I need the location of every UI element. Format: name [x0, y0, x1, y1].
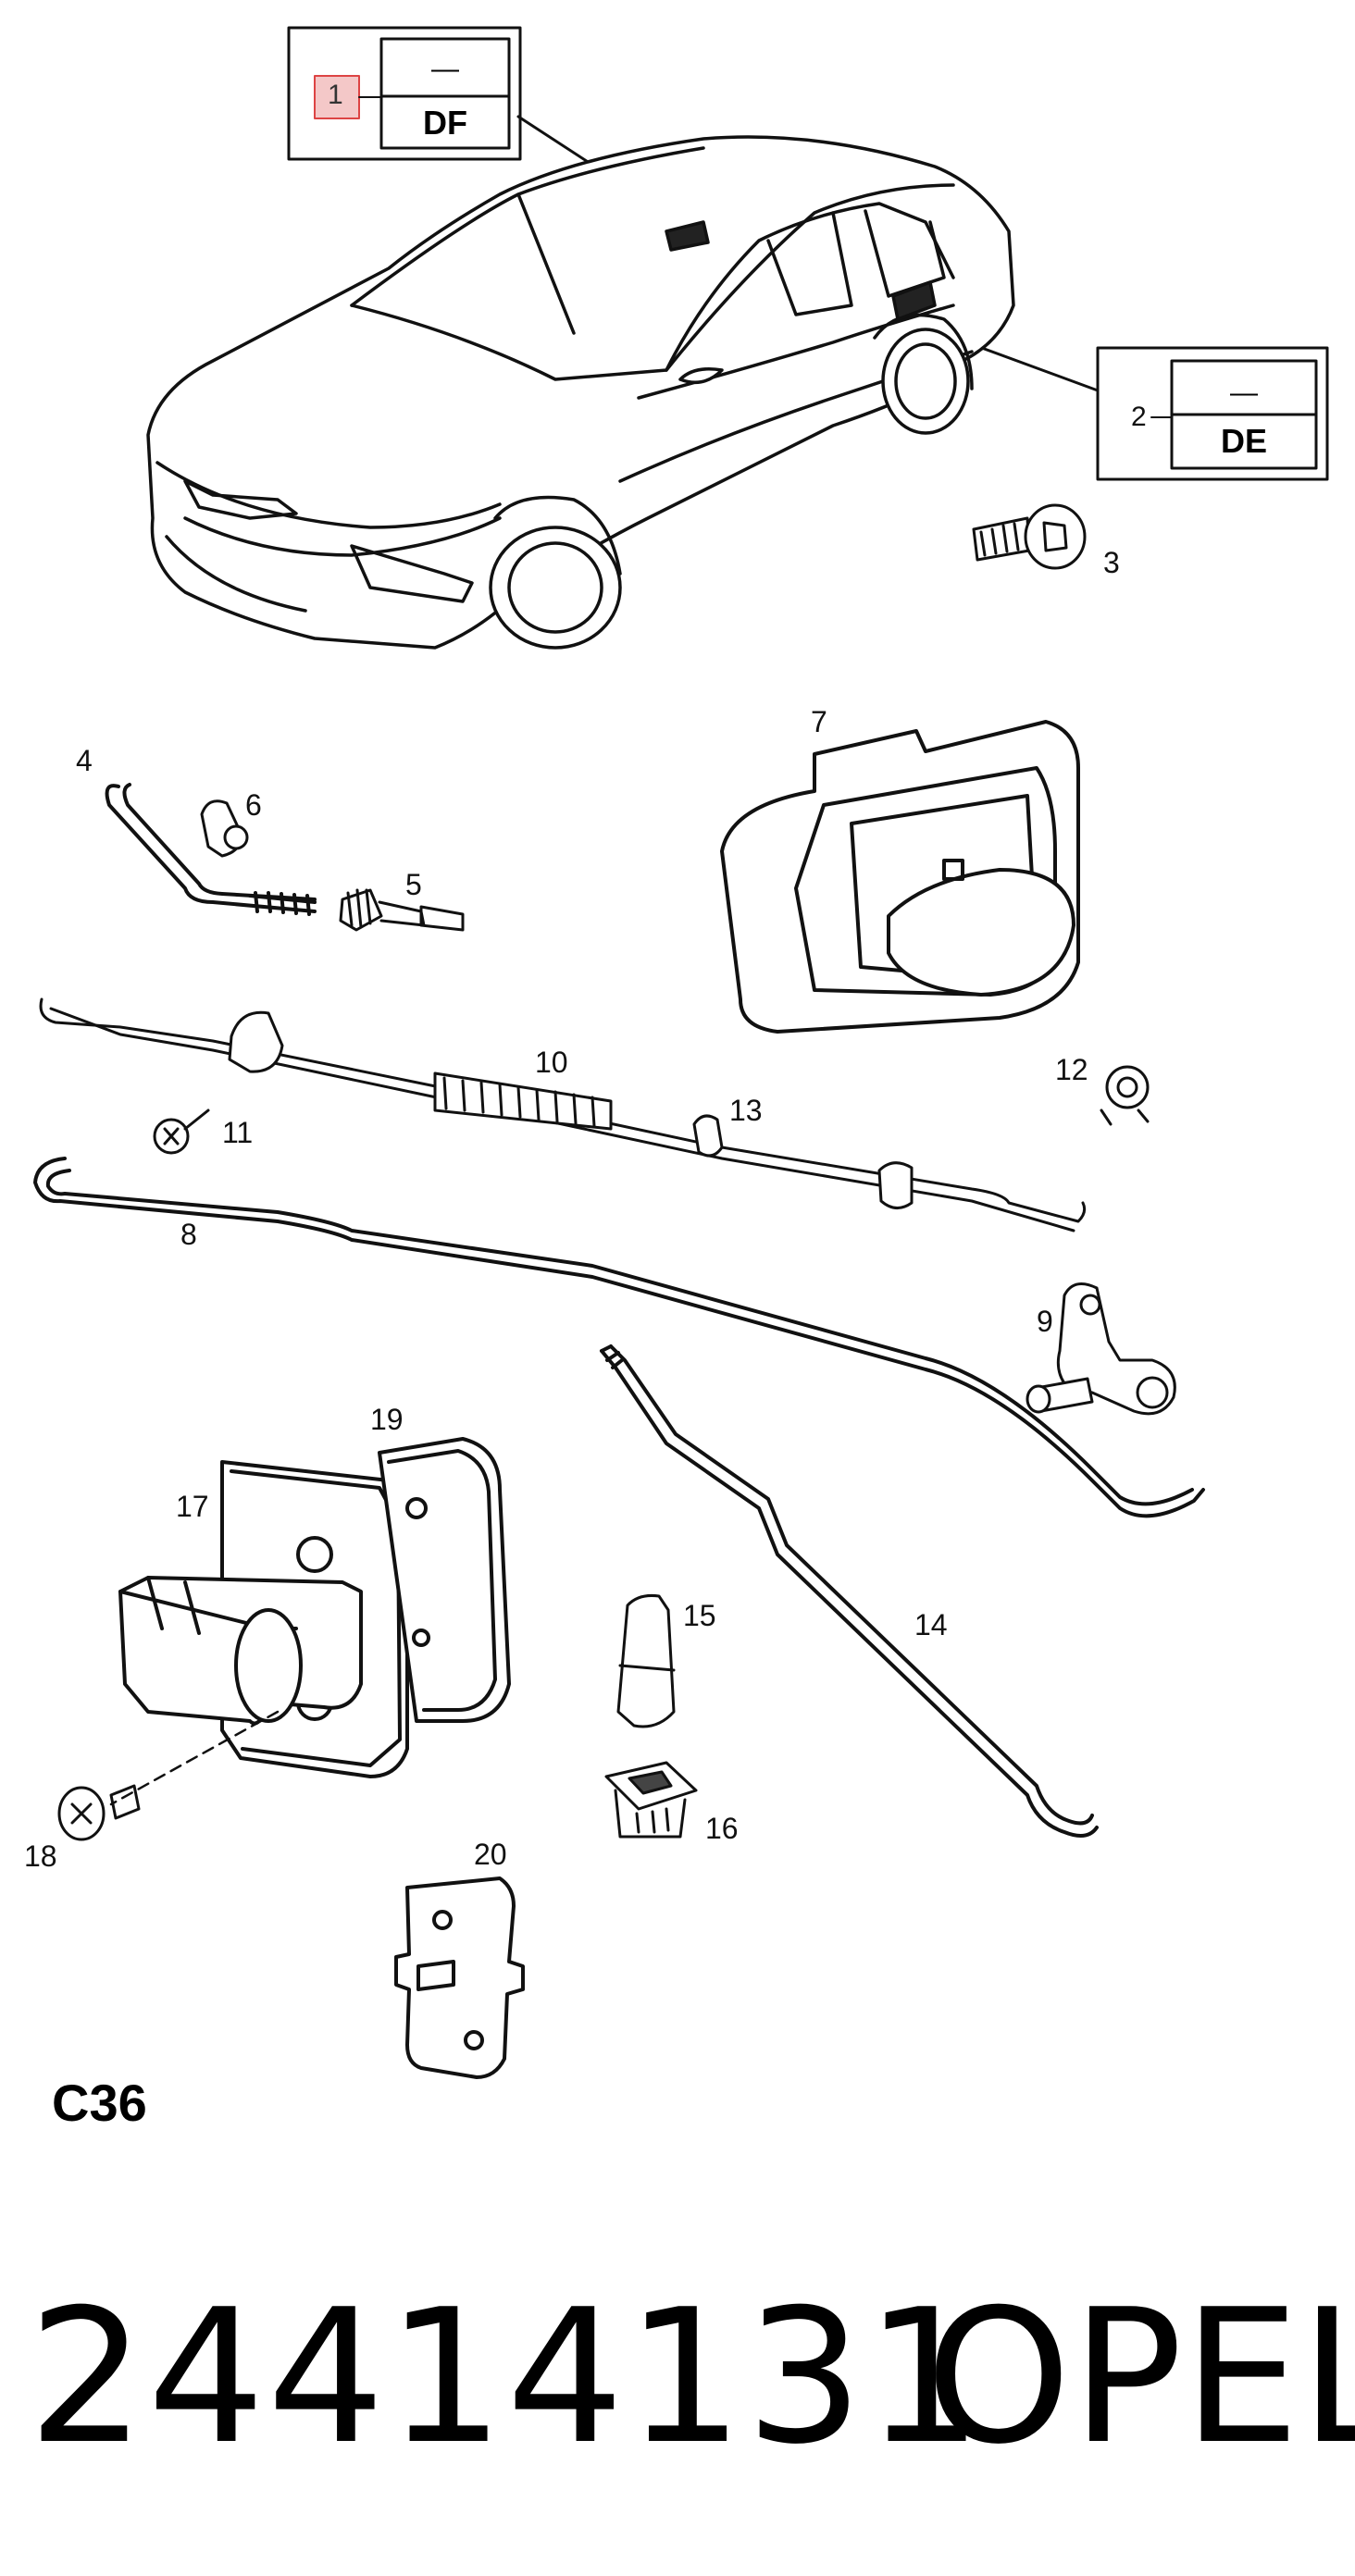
- box-callout-dash-2: —: [1230, 378, 1258, 408]
- callout-18: 18: [24, 1839, 57, 1873]
- brand-name: OPEL: [926, 2270, 1355, 2485]
- callout-15: 15: [683, 1599, 716, 1632]
- part-11-screw: [153, 1108, 210, 1155]
- part-12-grommet: [1100, 1065, 1150, 1126]
- box-callout-ref-2: 2: [1131, 402, 1147, 432]
- callout-10: 10: [535, 1046, 568, 1079]
- callout-13: 13: [729, 1094, 763, 1127]
- part-3-screw: [972, 503, 1087, 570]
- callout-20: 20: [474, 1838, 507, 1871]
- part-number: 24414131: [28, 2270, 985, 2485]
- part-18-screw: [57, 1784, 141, 1841]
- callout-3: 3: [1103, 546, 1120, 579]
- parts-diagram: [33, 26, 1329, 2079]
- callout-6: 6: [245, 788, 262, 822]
- part-8-rod: [33, 1157, 1205, 1518]
- part-20-plate: [394, 1876, 525, 2079]
- callout-8: 8: [180, 1218, 197, 1251]
- part-7-door-handle: [720, 720, 1080, 1034]
- callout-4: 4: [76, 744, 93, 777]
- callout-11: 11: [222, 1116, 254, 1149]
- part-15-cap: [616, 1594, 676, 1728]
- callout-17: 17: [176, 1490, 209, 1523]
- car-illustration: [146, 135, 1015, 650]
- part-6-clip: [200, 799, 249, 858]
- callout-9: 9: [1037, 1305, 1053, 1338]
- part-16-clip: [604, 1761, 698, 1839]
- box-callout-code-1: DF: [423, 104, 467, 142]
- part-4-rod: [105, 783, 317, 916]
- callout-16: 16: [705, 1812, 739, 1845]
- box-callout-code-2: DE: [1220, 422, 1267, 460]
- box-callout-ref-1: 1: [328, 80, 343, 110]
- callout-12: 12: [1055, 1053, 1088, 1086]
- box-callout-dash-1: —: [431, 54, 459, 84]
- part-14-rod: [600, 1344, 1099, 1838]
- sheet-code: C36: [52, 2074, 147, 2132]
- callout-14: 14: [914, 1608, 948, 1641]
- callout-19: 19: [370, 1403, 404, 1436]
- callout-5: 5: [405, 868, 422, 901]
- part-10-cable: [39, 997, 1087, 1232]
- part-5-connector: [339, 888, 465, 932]
- part-19-gasket: [378, 1437, 511, 1723]
- part-17-striker: [109, 1460, 409, 1806]
- part-9-bracket: [1026, 1282, 1176, 1416]
- callout-7: 7: [811, 705, 827, 738]
